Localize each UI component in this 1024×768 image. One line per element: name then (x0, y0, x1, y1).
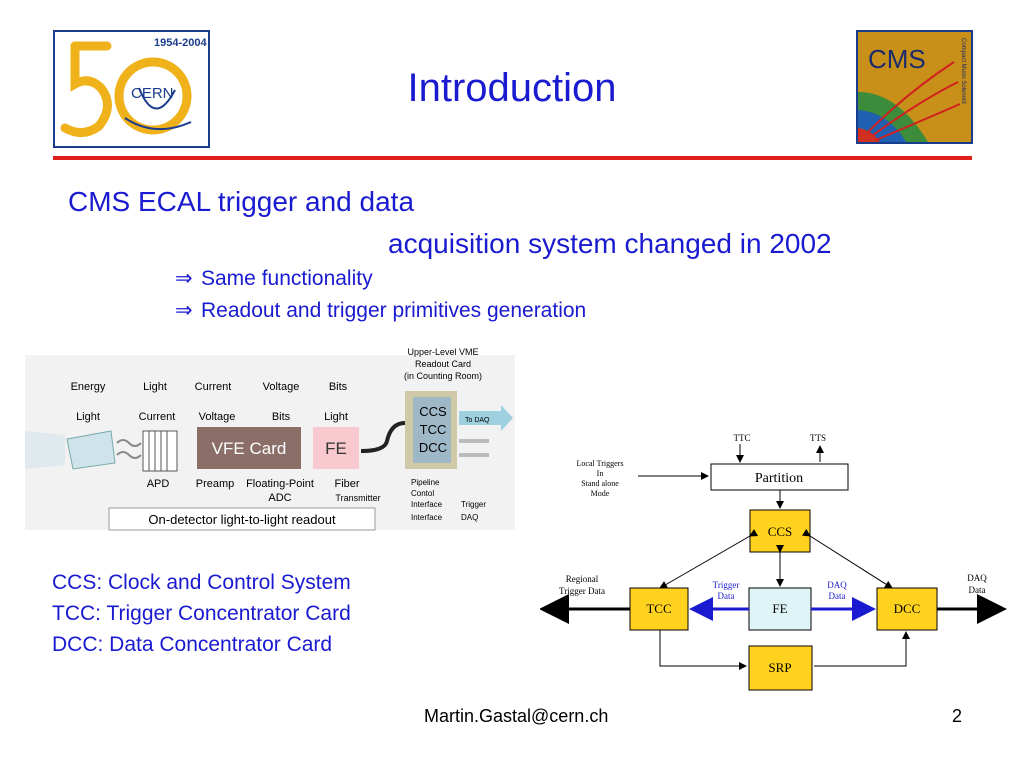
tcc-srp-arrow (659, 630, 747, 670)
pipeline-4: Interface (411, 513, 443, 522)
label-voltage-2: Voltage (199, 411, 236, 423)
label-current-top: Current (195, 381, 232, 393)
tcc-box (629, 587, 689, 631)
ccs-label: CCS (768, 524, 793, 539)
local-triggers-1: Local Triggers (577, 459, 624, 468)
cms-label: CMS (868, 44, 926, 74)
legend-dcc: DCC: Data Concentrator Card (52, 633, 333, 656)
signal-wave (116, 451, 142, 459)
local-triggers-4: Mode (591, 489, 610, 498)
label-apd: APD (147, 478, 170, 490)
cms-side-text: Compact Muon Solenoid (960, 38, 966, 104)
legend-tcc: TCC: Trigger Concentrator Card (52, 602, 351, 625)
label-light-top: Light (143, 381, 167, 393)
vme-tcc: TCC (420, 422, 447, 437)
daq-data-1: DAQ (827, 580, 847, 590)
label-light-2: Light (76, 411, 100, 423)
block-diagram: TTC TTS Local Triggers In Stand alone Mo… (540, 433, 1007, 691)
footer-email: Martin.Gastal@cern.ch (424, 706, 609, 726)
cern-years: 1954-2004 (154, 37, 207, 49)
bullet-2: ⇒ Readout and trigger primitives generati… (175, 298, 586, 323)
local-triggers-2: In (597, 469, 604, 478)
ttc-label: TTC (734, 433, 751, 443)
apd-element (142, 430, 178, 472)
label-floating-point: Floating-Point (246, 478, 314, 490)
regional-1: Regional (566, 574, 599, 584)
implies-arrow-icon: ⇒ (175, 299, 193, 322)
daq-out-2: Data (969, 585, 986, 595)
cms-logo: CMS Compact Muon Solenoid (856, 30, 973, 144)
cern-50-logo-graphic: 1954-2004 CERN (60, 37, 207, 137)
label-bits-top: Bits (329, 381, 348, 393)
readout-chain-figure: Energy Light Current Voltage Bits Light … (25, 347, 515, 531)
vme-dcc: DCC (419, 440, 447, 455)
partition-box (710, 463, 849, 491)
implies-arrow-icon: ⇒ (175, 267, 193, 290)
fe-block-label: FE (772, 601, 787, 616)
daq-label: DAQ (461, 513, 478, 522)
vfe-card-label: VFE Card (212, 439, 287, 458)
pipeline-1: Pipeline (411, 478, 440, 487)
label-energy: Energy (71, 381, 106, 393)
page-number: 2 (952, 706, 963, 726)
upper-vme-1: Upper-Level VME (407, 347, 478, 357)
title-underline (53, 156, 972, 160)
upper-vme-3: (in Counting Room) (404, 371, 482, 381)
tcc-label: TCC (646, 601, 671, 616)
srp-label: SRP (768, 660, 791, 675)
bullet-1-text: Same functionality (201, 267, 373, 290)
trigger-data-1: Trigger (713, 580, 740, 590)
fe-box (313, 427, 359, 469)
daq-data-2: Data (829, 591, 846, 601)
pipeline-2: Contol (411, 489, 434, 498)
srp-box (748, 645, 813, 691)
srp-dcc-arrow (814, 631, 910, 667)
signal-wave (116, 439, 142, 447)
to-daq-label: To DAQ (465, 417, 490, 424)
on-detector-box (108, 507, 376, 531)
vme-ccs: CCS (419, 404, 447, 419)
fiber-cable (360, 421, 406, 453)
slide-title: Introduction (407, 66, 617, 110)
crystal-prism (66, 430, 116, 470)
label-fiber: Fiber (334, 478, 359, 490)
fe-label: FE (325, 439, 347, 458)
heading-line-2: acquisition system changed in 2002 (388, 228, 832, 259)
trigger-label: Trigger (461, 500, 486, 509)
bullet-1: ⇒ Same functionality (175, 266, 373, 291)
legend-ccs: CCS: Clock and Control System (52, 571, 351, 594)
crystal-shape (25, 431, 65, 469)
label-bits-2: Bits (272, 411, 291, 423)
partition-label: Partition (755, 471, 803, 486)
pipeline-3: Interface (411, 500, 443, 509)
label-current-2: Current (139, 411, 176, 423)
cern-label: CERN (131, 85, 174, 102)
cms-logo-graphic: CMS Compact Muon Solenoid (858, 32, 971, 142)
daq-out-1: DAQ (967, 573, 987, 583)
vfe-card-box (197, 427, 301, 469)
cern-50-logo: 1954-2004 CERN (53, 30, 210, 148)
on-detector-label: On-detector light-to-light readout (148, 512, 336, 527)
label-adc: ADC (268, 492, 291, 504)
regional-2: Trigger Data (559, 586, 605, 596)
tts-label: TTS (810, 433, 826, 443)
upper-vme-2: Readout Card (415, 359, 471, 369)
label-preamp: Preamp (196, 478, 235, 490)
local-triggers-3: Stand alone (581, 479, 619, 488)
dcc-label: DCC (894, 601, 921, 616)
heading-line-1: CMS ECAL trigger and data (68, 186, 415, 217)
label-voltage-top: Voltage (263, 381, 300, 393)
trigger-data-2: Data (718, 591, 735, 601)
label-light-3: Light (324, 411, 348, 423)
label-transmitter: Transmitter (335, 493, 380, 503)
vme-card (413, 397, 451, 463)
bullet-2-text: Readout and trigger primitives generatio… (201, 299, 587, 322)
to-daq-arrow (459, 405, 513, 431)
ccs-dcc-arrow (801, 528, 893, 589)
ccs-tcc-arrow (659, 529, 759, 589)
